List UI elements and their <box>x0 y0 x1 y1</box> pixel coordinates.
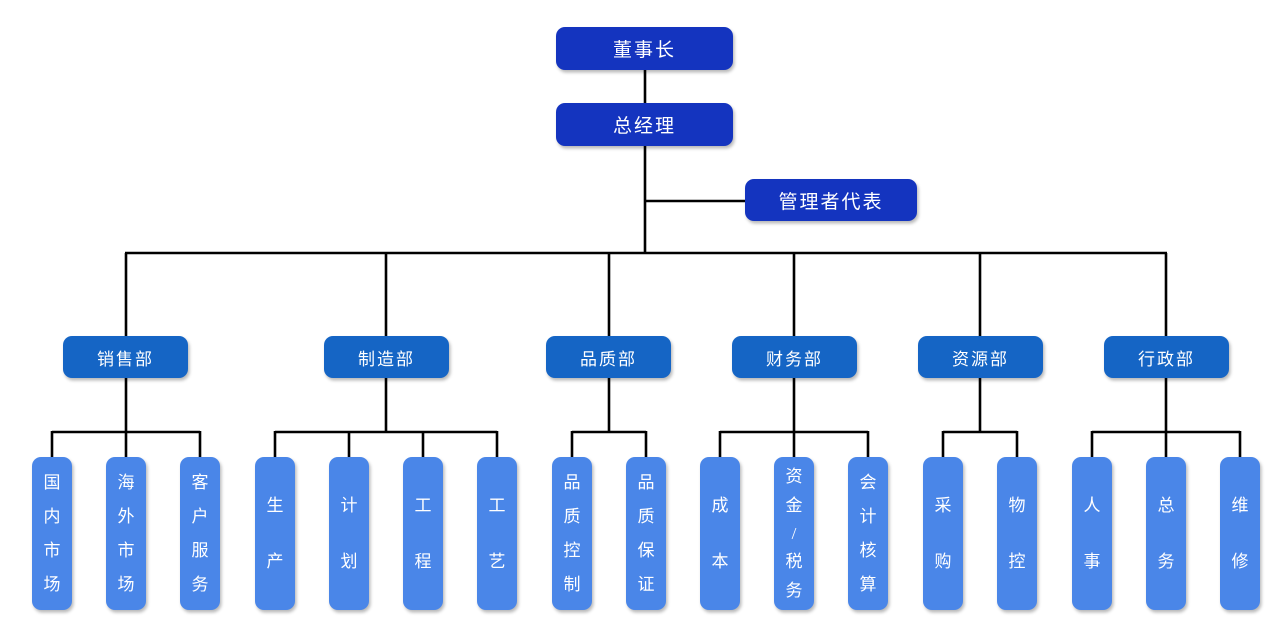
unit-general-affairs: 总务 <box>1146 457 1186 610</box>
unit-production: 生产 <box>255 457 295 610</box>
node-management-representative: 管理者代表 <box>745 179 917 221</box>
unit-funds-tax: 资金/税务 <box>774 457 814 610</box>
dept-sales: 销售部 <box>63 336 188 378</box>
dept-admin: 行政部 <box>1104 336 1229 378</box>
dept-manufacturing: 制造部 <box>324 336 449 378</box>
unit-accounting: 会计核算 <box>848 457 888 610</box>
unit-cost: 成本 <box>700 457 740 610</box>
unit-quality-control: 品质控制 <box>552 457 592 610</box>
unit-customer-service: 客户服务 <box>180 457 220 610</box>
unit-hr: 人事 <box>1072 457 1112 610</box>
unit-domestic-market: 国内市场 <box>32 457 72 610</box>
dept-finance: 财务部 <box>732 336 857 378</box>
node-general-manager: 总经理 <box>556 103 733 146</box>
dept-resources: 资源部 <box>918 336 1043 378</box>
unit-engineering: 工程 <box>403 457 443 610</box>
unit-maintenance: 维修 <box>1220 457 1260 610</box>
unit-quality-assurance: 品质保证 <box>626 457 666 610</box>
unit-process: 工艺 <box>477 457 517 610</box>
dept-quality: 品质部 <box>546 336 671 378</box>
node-chairman: 董事长 <box>556 27 733 70</box>
unit-overseas-market: 海外市场 <box>106 457 146 610</box>
unit-material-control: 物控 <box>997 457 1037 610</box>
unit-procurement: 采购 <box>923 457 963 610</box>
unit-planning: 计划 <box>329 457 369 610</box>
